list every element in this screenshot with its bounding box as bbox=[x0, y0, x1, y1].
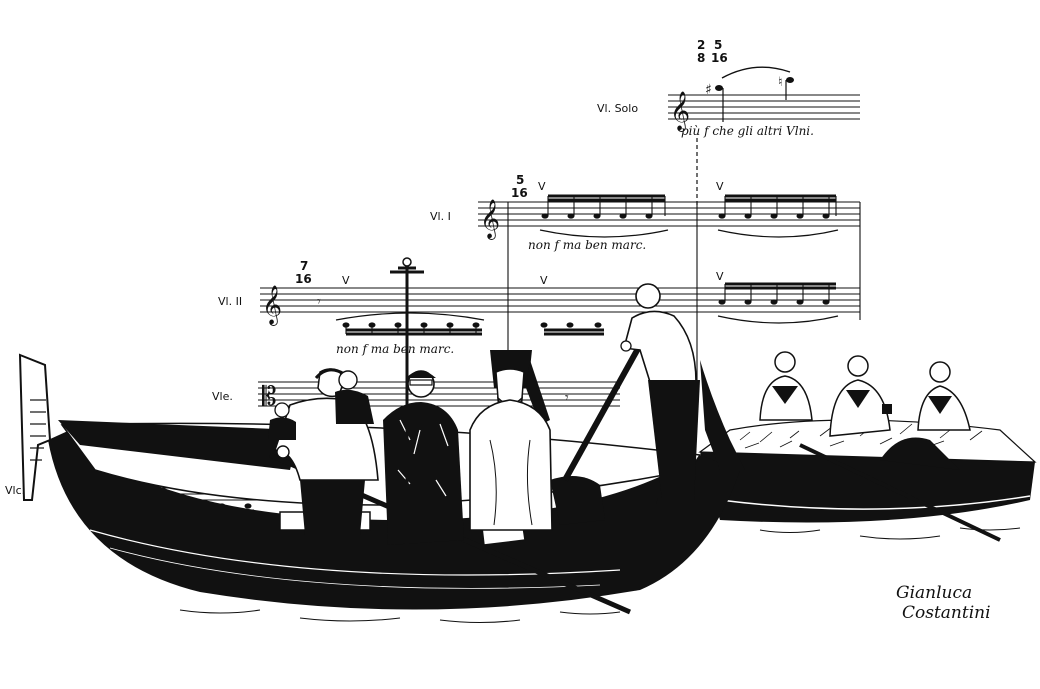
meter-vl1-bottom: 16 bbox=[511, 186, 528, 200]
accent-mark: V bbox=[716, 270, 724, 283]
dynamic-solo: più f che gli altri Vlni. bbox=[681, 124, 814, 138]
label-vc: Vlc. bbox=[5, 484, 25, 497]
natural-icon: ♮ bbox=[778, 75, 783, 90]
oar-back bbox=[562, 343, 643, 482]
sharp-icon: ♯ bbox=[705, 82, 712, 98]
treble-clef-icon: 𝄞 bbox=[480, 199, 500, 240]
meter-solo2-bottom: 16 bbox=[711, 51, 728, 65]
signature-line1: Gianluca bbox=[896, 583, 972, 603]
artist-signature: Gianluca Costantini bbox=[896, 583, 991, 623]
woman-with-cross bbox=[383, 257, 464, 548]
meter-solo-bottom: 8 bbox=[697, 51, 705, 65]
rower-right-1 bbox=[759, 351, 813, 421]
accent-mark: V bbox=[342, 274, 350, 287]
treble-clef-icon: 𝄞 bbox=[670, 91, 690, 132]
label-vl-1: Vl. I bbox=[430, 210, 451, 223]
staff-violin-solo: Vl. Solo 𝄞 2 8 5 16 ♯ ♮ più f che gli al… bbox=[597, 38, 860, 205]
rower-right-3 bbox=[917, 361, 971, 431]
water-ripples bbox=[179, 527, 1021, 623]
signature-line2: Costantini bbox=[902, 603, 991, 623]
accent-mark: V bbox=[716, 180, 724, 193]
meter-vl1-top: 5 bbox=[516, 173, 524, 187]
rest-icon: 𝄾 bbox=[317, 294, 321, 310]
label-vla: Vle. bbox=[212, 390, 233, 403]
rest-icon: 𝄾 bbox=[565, 390, 569, 406]
meter-solo2-top: 5 bbox=[714, 38, 722, 52]
dynamic-vl1: non f ma ben marc. bbox=[528, 238, 646, 252]
gondola-right bbox=[698, 351, 1037, 542]
gondolier-standing bbox=[620, 283, 700, 504]
gondola-main bbox=[18, 353, 745, 610]
casket bbox=[880, 437, 960, 470]
rower-right-2 bbox=[829, 355, 892, 437]
staff-violin-1: Vl. I 𝄞 5 16 V V bbox=[430, 173, 861, 380]
label-vl-2: Vl. II bbox=[218, 295, 242, 308]
accent-mark: V bbox=[538, 180, 546, 193]
staff-violin-2: Vl. II 𝄞 7 16 V V V 𝄾 bbox=[218, 259, 860, 356]
note-solo-2 bbox=[786, 77, 794, 83]
meter-vl2-top: 7 bbox=[300, 259, 308, 273]
label-vl-solo: Vl. Solo bbox=[597, 102, 638, 115]
accent-mark: V bbox=[540, 274, 548, 287]
meter-vl2-bottom: 16 bbox=[295, 272, 312, 286]
slur-solo bbox=[721, 66, 791, 79]
meter-solo-top: 2 bbox=[697, 38, 705, 52]
treble-clef-icon: 𝄞 bbox=[262, 285, 282, 326]
orthodox-priest bbox=[469, 350, 553, 531]
note-solo-1 bbox=[715, 85, 723, 91]
dynamic-vl2: non f ma ben marc. bbox=[336, 342, 454, 356]
alto-clef-icon: 𝄡 bbox=[262, 382, 277, 412]
passenger-back bbox=[268, 370, 374, 440]
